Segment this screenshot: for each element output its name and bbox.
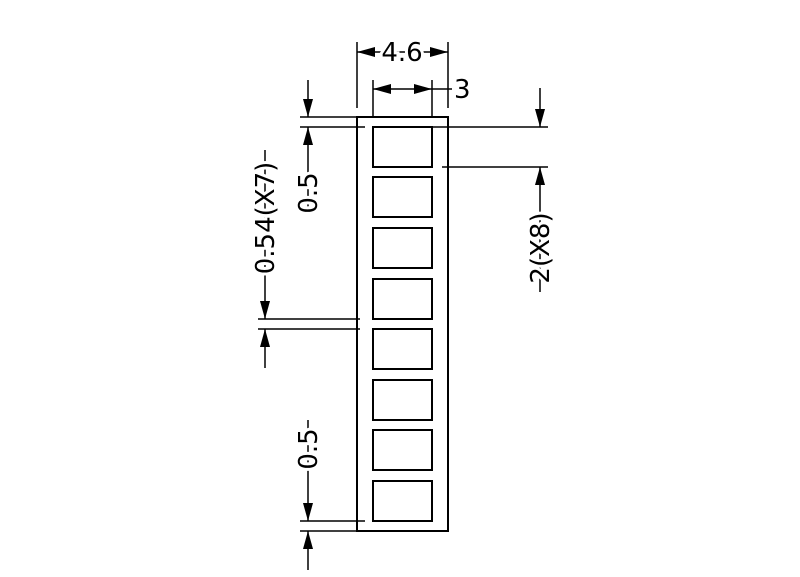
dim-pad-width-label: 3	[454, 75, 471, 105]
dim-bottom-margin: 0.5	[291, 420, 365, 570]
segment-5	[372, 328, 433, 370]
segment-6	[372, 379, 433, 421]
dim-top-margin: 0.5	[291, 80, 365, 217]
segment-4	[372, 278, 433, 320]
segment-1	[372, 126, 433, 168]
dim-overall-width: 4.6	[356, 35, 449, 108]
segment-group	[372, 126, 433, 522]
dim-pad-height: 2(X8)	[432, 88, 559, 292]
segment-2	[372, 176, 433, 218]
segment-7	[372, 429, 433, 471]
segment-3	[372, 227, 433, 269]
segment-8	[372, 480, 433, 522]
dim-bottom-margin-label: 0.5	[294, 428, 324, 469]
dim-pad-width: 3	[372, 75, 471, 118]
dim-pad-height-label: 2(X8)	[526, 212, 556, 283]
dim-top-margin-label: 0.5	[294, 172, 324, 213]
dim-overall-width-label: 4.6	[381, 38, 422, 68]
dim-pitch: 0.54(X7)	[248, 150, 360, 368]
housing-outline	[356, 116, 449, 532]
dim-pitch-label: 0.54(X7)	[251, 162, 281, 275]
